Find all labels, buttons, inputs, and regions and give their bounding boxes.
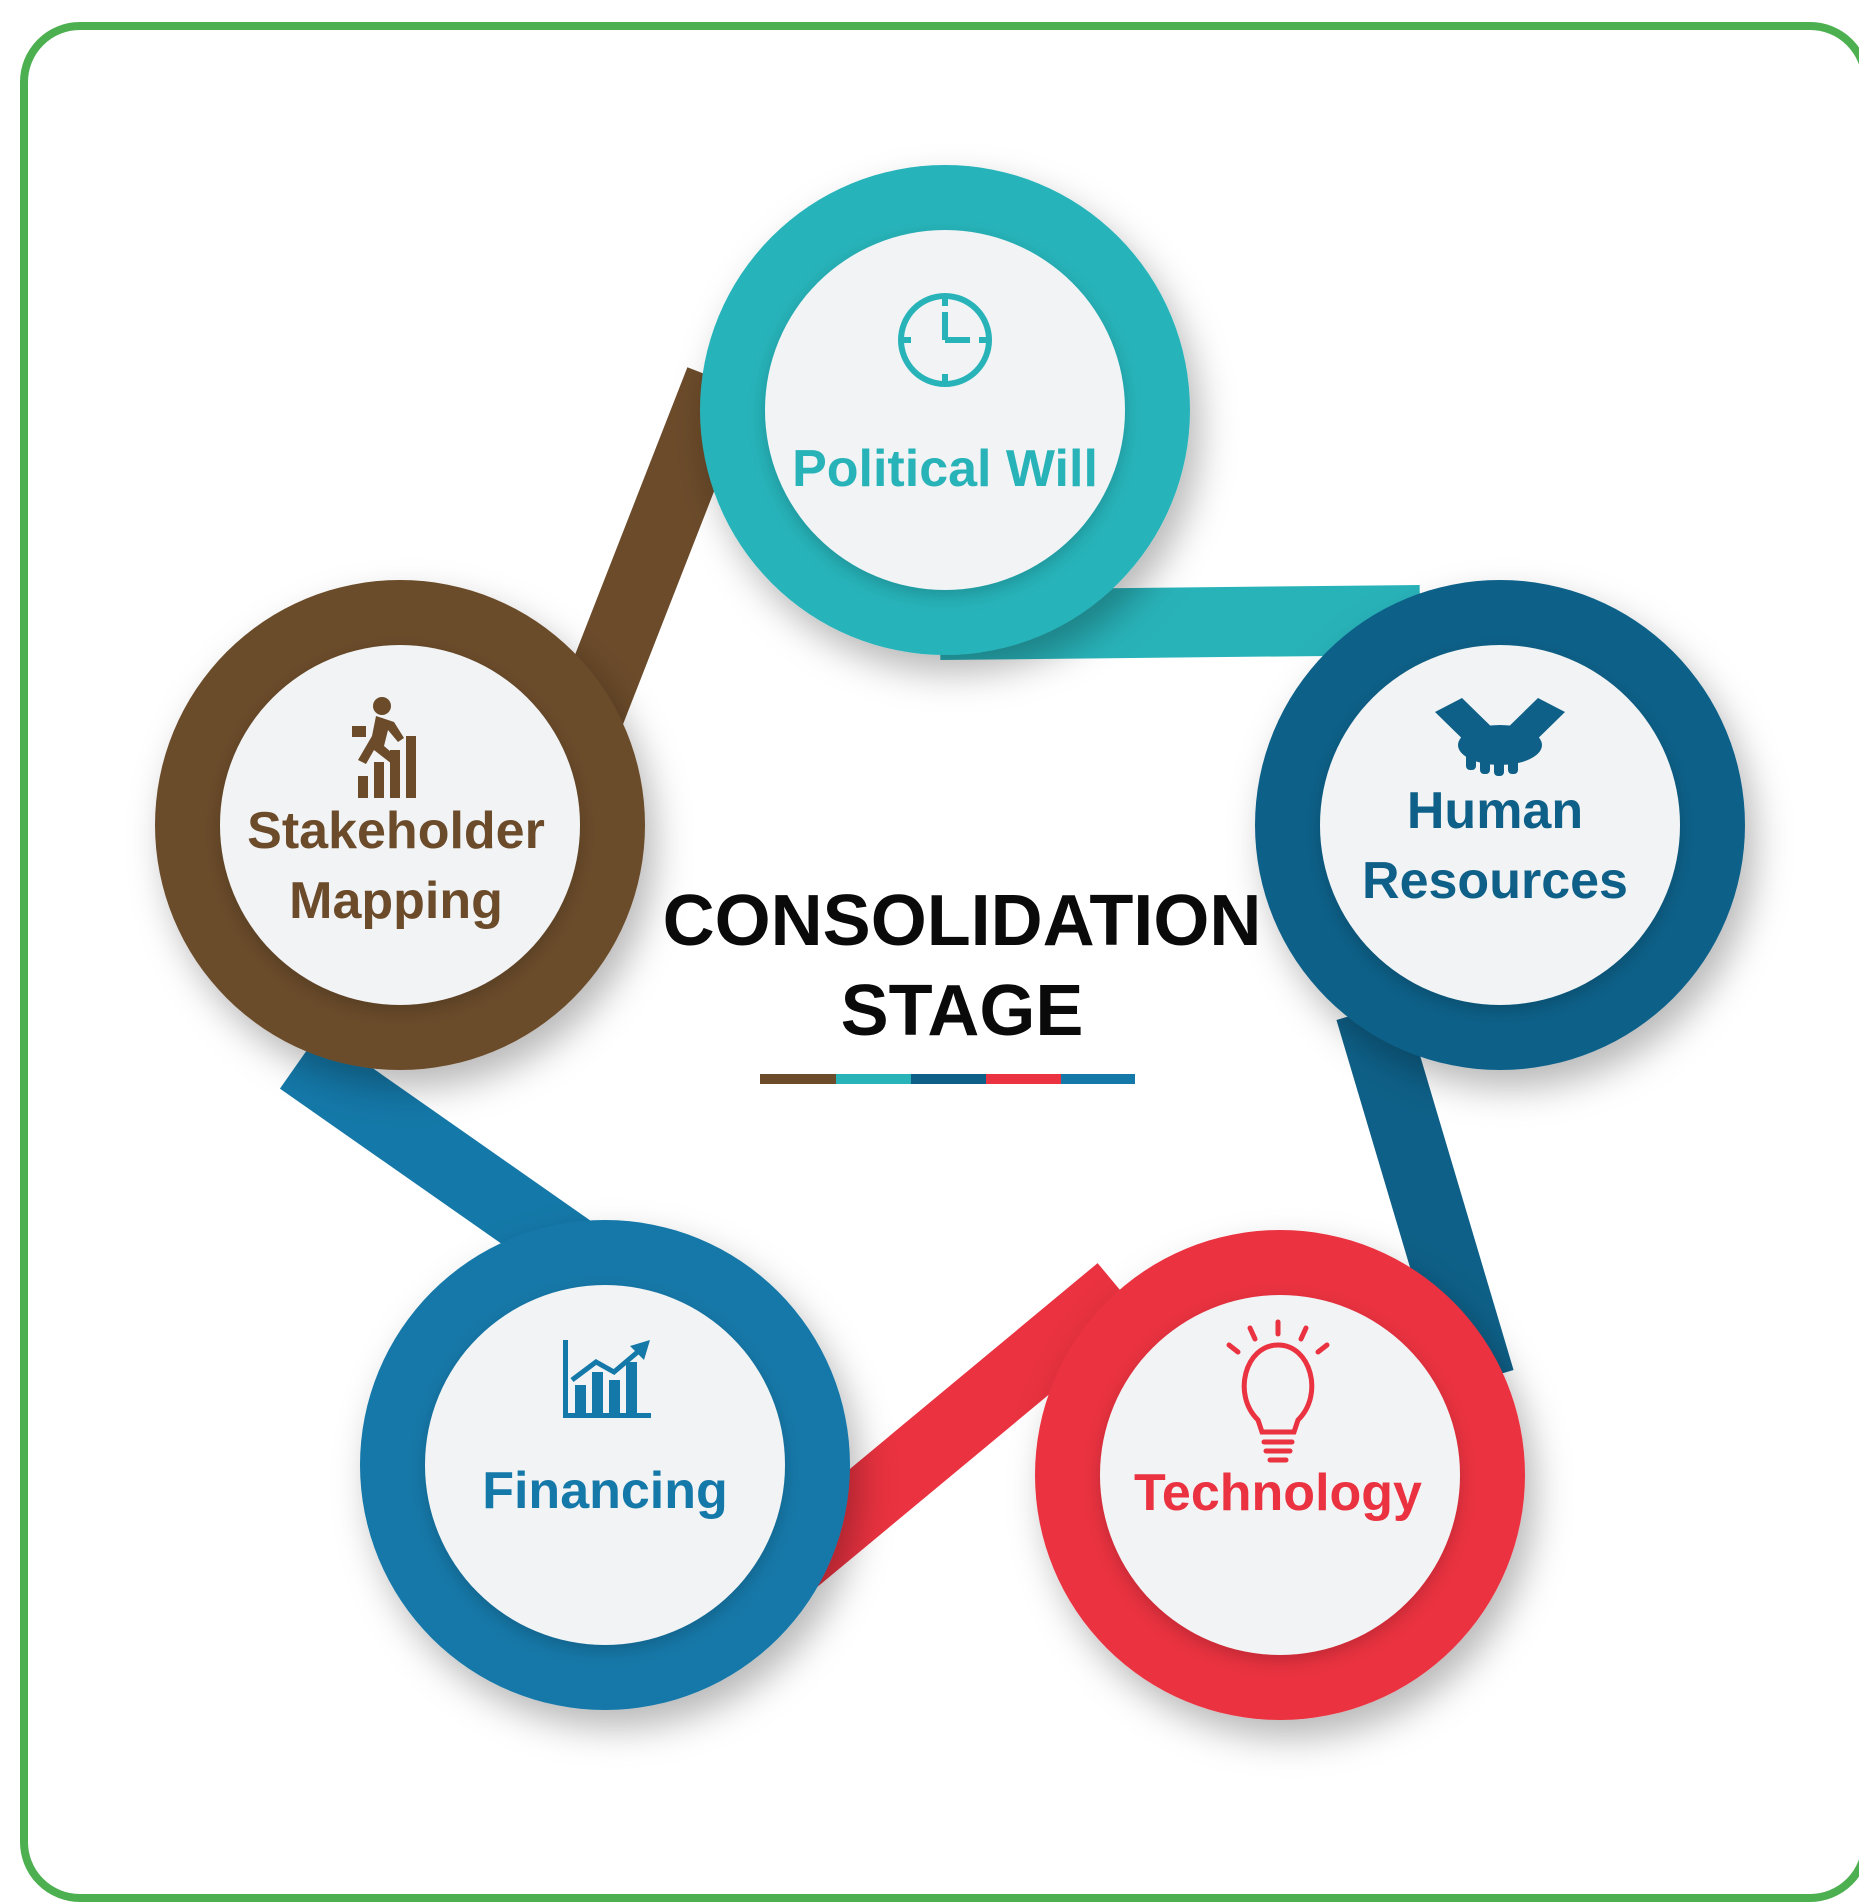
accent-bar-segment-brown	[760, 1074, 836, 1084]
political-will-label: Political Will	[792, 440, 1098, 498]
stakeholder-mapping-label-line1: Stakeholder	[247, 802, 545, 860]
node-stakeholder-mapping: Stakeholder Mapping	[155, 580, 645, 1070]
node-human-resources: Human Resources	[1255, 580, 1745, 1070]
technology-label: Technology	[1134, 1464, 1422, 1522]
accent-bar-segment-blue	[1061, 1074, 1135, 1084]
financing-label: Financing	[482, 1462, 728, 1520]
accent-bar-segment-dark-blue	[911, 1074, 986, 1084]
accent-bar	[760, 1074, 1135, 1084]
disc	[1320, 645, 1680, 1005]
lightbulb-icon	[1226, 1319, 1330, 1463]
disc	[1100, 1295, 1460, 1655]
human-resources-label-line2: Resources	[1362, 852, 1628, 910]
disc	[220, 645, 580, 1005]
climbing-person-icon	[352, 697, 416, 798]
node-political-will: Political Will	[700, 165, 1190, 655]
bar-chart-icon	[563, 1340, 651, 1418]
human-resources-label-line1: Human	[1407, 782, 1583, 840]
stakeholder-mapping-label-line2: Mapping	[289, 872, 503, 930]
handshake-icon	[1435, 698, 1565, 776]
disc	[425, 1285, 785, 1645]
clock-icon	[898, 293, 992, 387]
accent-bar-segment-teal	[836, 1074, 911, 1084]
node-financing: Financing	[360, 1220, 850, 1710]
connector-red	[772, 1263, 1143, 1587]
center-title-line2: STAGE	[841, 971, 1084, 1051]
center-title-line1: CONSOLIDATION	[663, 881, 1262, 961]
center-title-group: CONSOLIDATION STAGE	[663, 881, 1262, 1084]
accent-bar-segment-red	[986, 1074, 1061, 1084]
node-technology: Technology	[1035, 1230, 1525, 1720]
disc	[765, 230, 1125, 590]
